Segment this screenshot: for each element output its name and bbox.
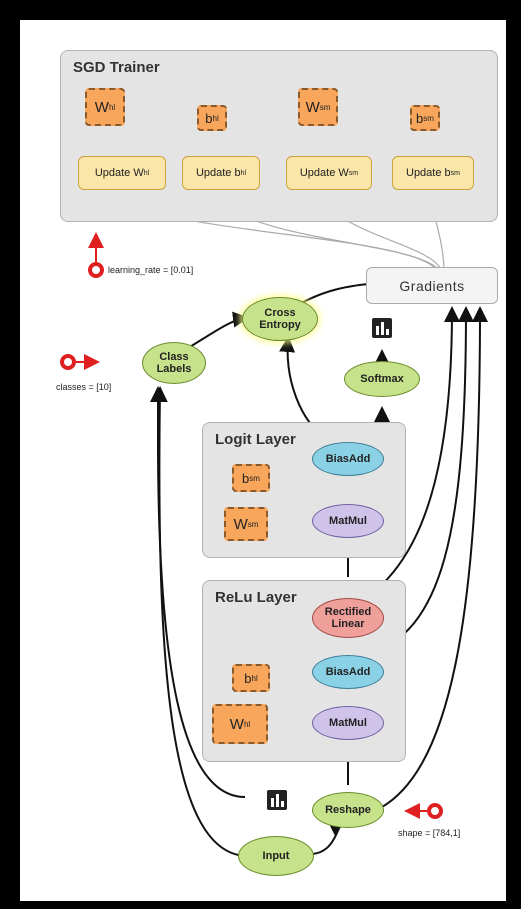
- learning-rate-label: learning_rate = [0.01]: [108, 265, 194, 275]
- relu-layer-title: ReLu Layer: [215, 589, 297, 606]
- softmax-node: Softmax: [344, 361, 420, 397]
- relu-matmul-node: MatMul: [312, 706, 384, 740]
- input-node: Input: [238, 836, 314, 876]
- sgd-trainer-title: SGD Trainer: [73, 59, 160, 76]
- classes-label: classes = [10]: [56, 382, 112, 392]
- gradients-node: Gradients: [366, 267, 498, 304]
- relu-biasadd-node: BiasAdd: [312, 655, 384, 689]
- logit-matmul-node: MatMul: [312, 504, 384, 538]
- logit-biasadd-node: BiasAdd: [312, 442, 384, 476]
- reshape-node: Reshape: [312, 792, 384, 828]
- summary-icon: [267, 790, 287, 810]
- sgd-trainer-group: SGD Trainer: [60, 50, 498, 222]
- shape-label: shape = [784,1]: [398, 828, 461, 838]
- summary-icon: [372, 318, 392, 338]
- logit-layer-title: Logit Layer: [215, 431, 296, 448]
